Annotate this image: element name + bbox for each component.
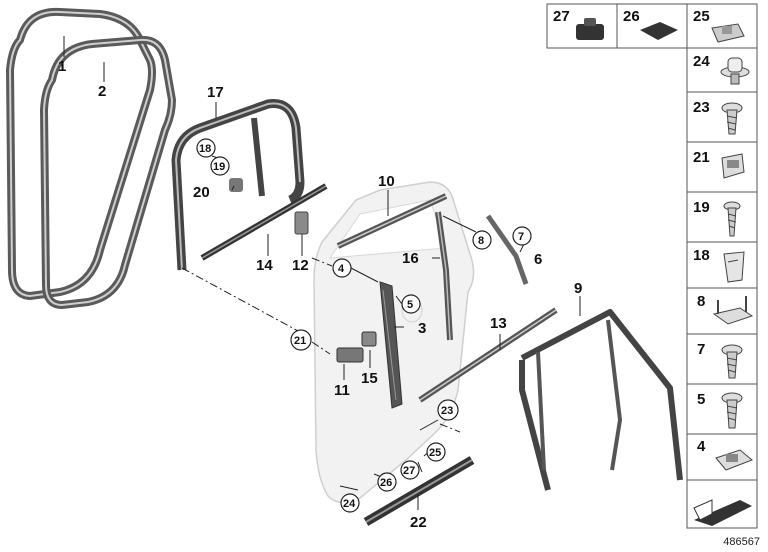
parts-label-24: 24	[693, 53, 710, 70]
callout-19: 19	[213, 161, 225, 173]
bracket-icon	[712, 296, 754, 325]
spring-clip-icon	[723, 251, 745, 283]
hex-screw-icon	[721, 344, 743, 379]
trim-strip-6	[485, 214, 529, 285]
screw-icon	[721, 102, 743, 135]
callout-22: 22	[410, 514, 427, 531]
callout-18: 18	[199, 143, 211, 155]
parts-label-8: 8	[697, 293, 705, 310]
parts-label-23: 23	[693, 99, 710, 116]
clip-part-11	[336, 347, 364, 363]
push-clip-icon	[720, 57, 750, 85]
callout-23: 23	[441, 405, 453, 417]
callout-20: 20	[193, 184, 210, 201]
callout-25: 25	[429, 447, 441, 459]
callout-5: 5	[407, 299, 413, 311]
foam-pad-icon	[640, 22, 678, 40]
parts-label-27: 27	[553, 8, 570, 25]
parts-label-4: 4	[697, 438, 706, 455]
callout-9: 9	[574, 280, 582, 297]
callout-6: 6	[534, 251, 542, 268]
callout-16: 16	[402, 250, 419, 267]
outer-window-frame-9	[519, 309, 683, 491]
parts-label-7: 7	[697, 341, 705, 358]
speed-nut-icon	[711, 23, 745, 43]
body-seal-2	[40, 35, 176, 309]
callout-1: 1	[58, 58, 66, 75]
clip-part-15	[361, 331, 377, 347]
parts-label-21: 21	[693, 149, 710, 166]
callout-8: 8	[478, 235, 484, 247]
callout-17: 17	[207, 84, 224, 101]
callout-24: 24	[343, 498, 356, 510]
callout-4: 4	[338, 263, 345, 275]
sash-strip-14	[200, 183, 328, 261]
window-channel-16	[435, 211, 453, 341]
circled-callouts	[196, 138, 532, 513]
nut-clip-icon	[715, 449, 753, 471]
callout-27: 27	[403, 465, 415, 477]
callout-14: 14	[256, 257, 273, 274]
callout-10: 10	[378, 173, 395, 190]
dashed-leaders	[181, 257, 461, 433]
parts-label-26: 26	[623, 8, 640, 25]
sill-trim-22	[363, 456, 475, 526]
arrow-pictogram-icon	[693, 499, 752, 526]
callout-12: 12	[292, 257, 309, 274]
callout-11: 11	[334, 382, 350, 399]
parts-panel: 27 26 25 24 23 21 19 18 8 7 5 4	[546, 3, 758, 529]
parts-label-19: 19	[693, 199, 710, 216]
pillar-cover-3	[379, 281, 403, 409]
door-seal-1	[6, 7, 156, 300]
parts-label-25: 25	[693, 8, 710, 25]
callout-21: 21	[294, 335, 306, 347]
callout-2: 2	[98, 83, 106, 100]
callout-7: 7	[518, 231, 524, 243]
belt-strip-13	[418, 307, 558, 403]
callout-26: 26	[380, 477, 392, 489]
callout-13: 13	[490, 315, 507, 332]
pan-screw-icon	[721, 392, 743, 429]
window-frame-trim-17	[171, 99, 305, 271]
diagram-id: 486567	[723, 536, 760, 548]
parts-label-18: 18	[693, 247, 710, 264]
bracket-part-12	[294, 211, 309, 235]
callout-numbers: 1 2 17 18 19 20 14 12 10 16 4 5 3 8 7 6 …	[58, 58, 582, 531]
parts-label-5: 5	[697, 391, 705, 408]
callout-15: 15	[361, 370, 378, 387]
clip-nut-icon	[721, 153, 745, 179]
grommet-icon	[576, 18, 604, 40]
window-seal-10	[336, 193, 448, 249]
tapping-screw-icon	[723, 201, 741, 237]
cap-part-20	[229, 178, 243, 192]
callout-3: 3	[418, 320, 426, 337]
